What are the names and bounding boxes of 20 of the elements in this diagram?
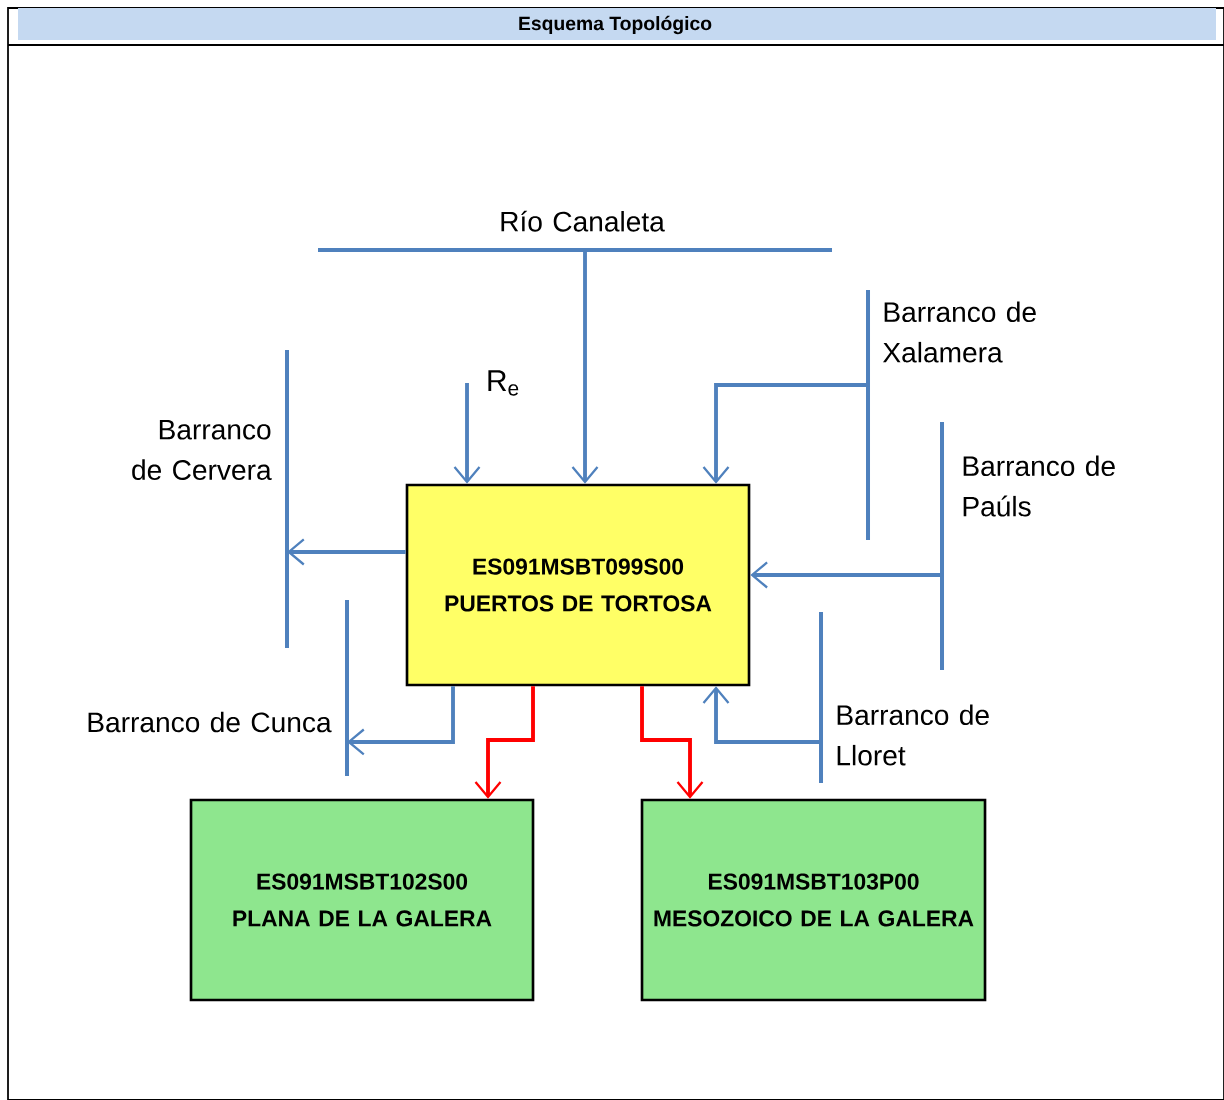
flow-arrow: [640, 686, 704, 799]
flow-arrow: [474, 686, 535, 799]
title-band: Esquema Topológico: [7, 8, 1224, 46]
river-name: Río Canaleta: [501, 210, 665, 232]
river-name: Barranco de Cervera: [132, 420, 272, 480]
flow-arrow: [453, 383, 481, 484]
flow-arrow: [702, 686, 821, 744]
flow-arrow: [287, 538, 406, 566]
flow-arrow: [702, 383, 868, 484]
water-body-box: ES091MSBT103P00 MESOZOICO DE LA GALERA: [640, 798, 987, 1002]
river-name: Barranco de Xalamera: [883, 301, 1036, 363]
river-name: Barranco de Paúls: [963, 455, 1115, 517]
water-body-box: ES091MSBT099S00 PUERTOS DE TORTOSA: [405, 483, 751, 687]
flow-arrow: [750, 561, 942, 589]
flow-arrow: [347, 686, 455, 756]
water-body-box: ES091MSBT102S00 PLANA DE LA GALERA: [189, 798, 535, 1002]
river-name: Barranco de Cunca: [88, 711, 332, 733]
recharge-label: R$_{e}$: [488, 370, 519, 396]
river-name: Barranco de Lloret: [837, 704, 989, 766]
flow-arrow: [571, 250, 599, 484]
